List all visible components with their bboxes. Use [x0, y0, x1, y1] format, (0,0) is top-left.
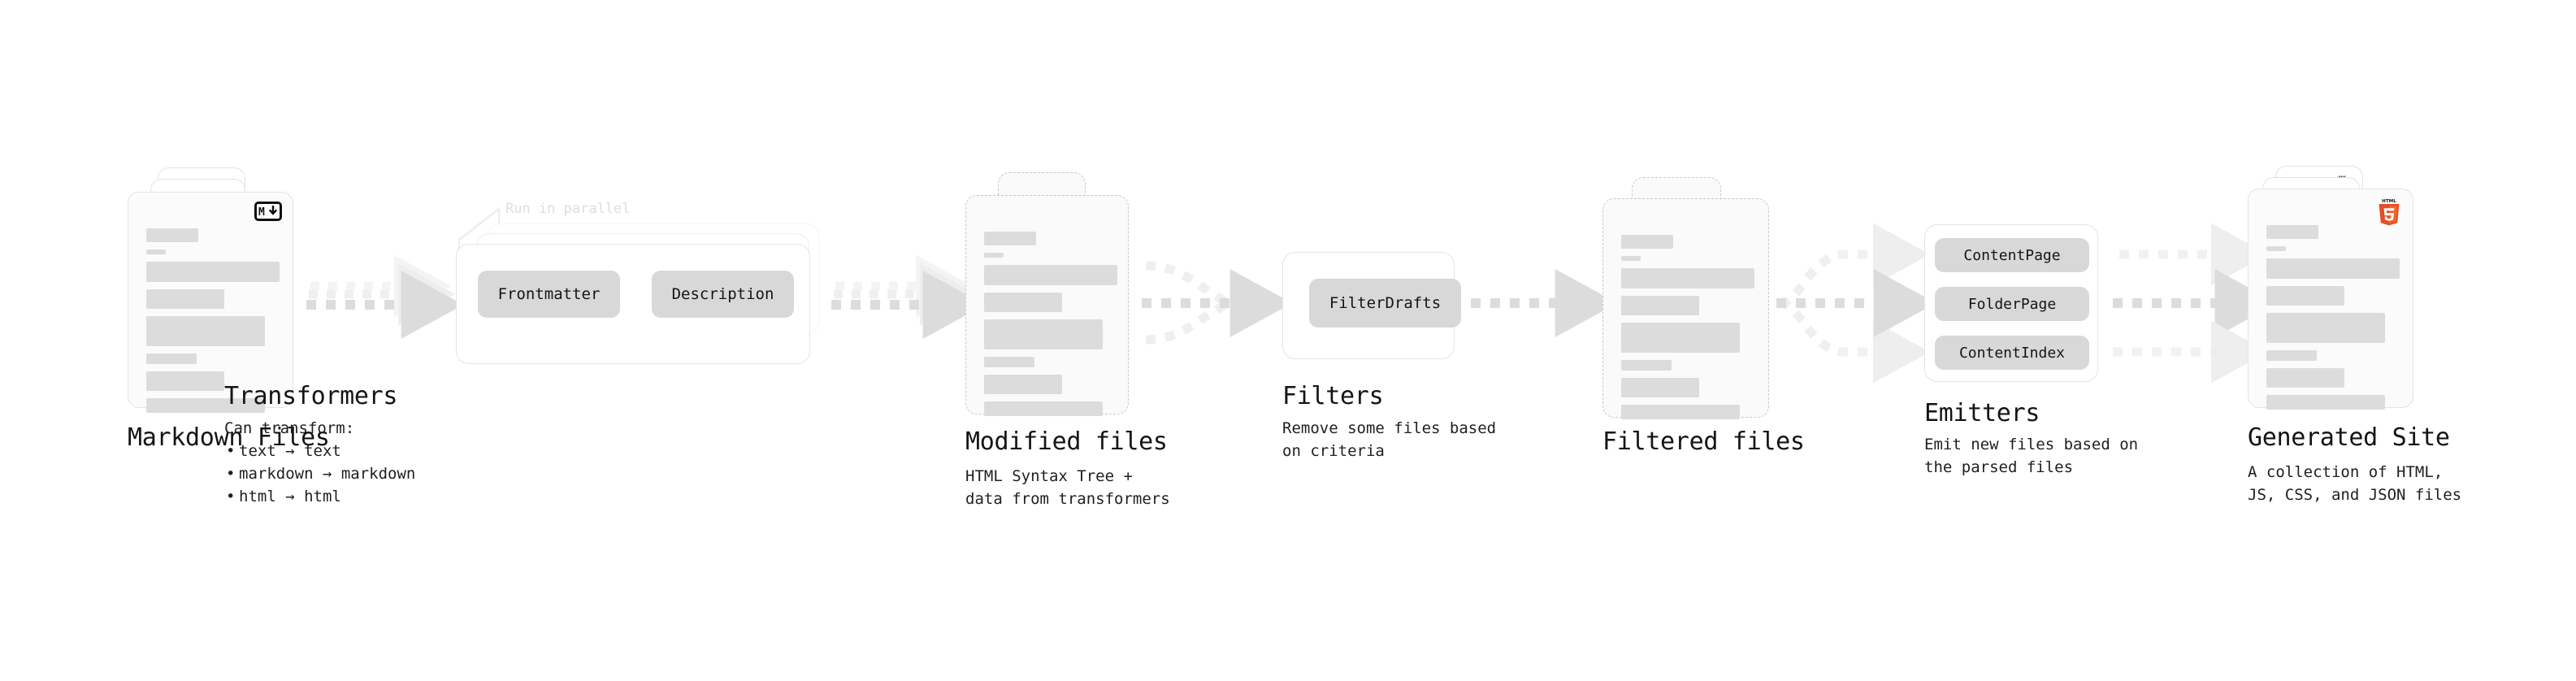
stage-title-filtered-files: Filtered files [1602, 427, 1805, 456]
transformer-chip-description[interactable]: Description [652, 271, 794, 318]
stage-desc-generated-site: A collection of HTML, JS, CSS, and JSON … [2248, 463, 2462, 504]
stage-desc-emitters: Emit new files based on the parsed files [1924, 436, 2139, 476]
filter-chip-filterdrafts[interactable]: FilterDrafts [1309, 279, 1461, 327]
connector-emitters-to-site [2113, 223, 2278, 384]
emitter-chip-folderpage[interactable]: FolderPage [1935, 287, 2089, 321]
html5-logo-icon: HTML [2377, 197, 2401, 227]
svg-text:M: M [258, 206, 265, 218]
emitter-chip-folderpage-label: FolderPage [1967, 295, 2057, 313]
emitter-chip-contentpage-label: ContentPage [1963, 246, 2061, 264]
transformer-chip-frontmatter-label: Frontmatter [497, 285, 601, 303]
emitter-chip-contentindex[interactable]: ContentIndex [1935, 336, 2089, 370]
stage-desc-transformers: Can transform: [224, 419, 355, 437]
transformer-chip-description-label: Description [671, 285, 774, 303]
transformers-bullet-0: text → text [224, 440, 415, 462]
emitter-chip-contentpage[interactable]: ContentPage [1935, 238, 2089, 272]
filters-box: FilterDrafts [1282, 252, 1461, 359]
transformers-box-front: Frontmatter Description [456, 244, 810, 364]
generated-card-front: HTML [2248, 189, 2413, 410]
markdown-card-content [146, 228, 280, 420]
run-in-parallel-label: Run in parallel [505, 201, 631, 217]
connector-filtered-to-emitters [1776, 223, 1936, 384]
transformers-bullet-2: html → html [224, 485, 415, 508]
markdown-badge-icon: M [254, 202, 282, 221]
modified-card-content [984, 232, 1117, 423]
stage-desc-filters: Remove some files based on criteria [1282, 419, 1497, 460]
stage-title-modified-files: Modified files [965, 427, 1168, 456]
markdown-card-front: M [128, 192, 293, 413]
transformers-bullet-list: text → text markdown → markdown html → h… [224, 440, 415, 508]
connector-md-to-transformers [306, 254, 464, 339]
filtered-card-content [1621, 235, 1754, 427]
stage-title-generated-site: Generated Site [2248, 423, 2450, 452]
modified-card-front [965, 195, 1129, 416]
filter-chip-filterdrafts-label: FilterDrafts [1329, 294, 1442, 312]
connector-modified-to-filters [1142, 261, 1293, 345]
stage-title-transformers: Transformers [224, 382, 398, 410]
stage-title-filters: Filters [1282, 382, 1384, 410]
connector-transformers-to-modified [831, 254, 986, 339]
emitter-chip-contentindex-label: ContentIndex [1958, 344, 2066, 362]
svg-text:HTML: HTML [2382, 199, 2396, 204]
stage-title-emitters: Emitters [1924, 399, 2040, 427]
emitters-box: ContentPage FolderPage ContentIndex [1924, 224, 2098, 382]
generated-card-content [2266, 225, 2400, 417]
transformers-bullet-1: markdown → markdown [224, 462, 415, 485]
stage-desc-modified-files: HTML Syntax Tree + data from transformer… [965, 467, 1170, 508]
transformer-chip-frontmatter[interactable]: Frontmatter [478, 271, 620, 318]
filtered-card-front [1602, 198, 1769, 419]
